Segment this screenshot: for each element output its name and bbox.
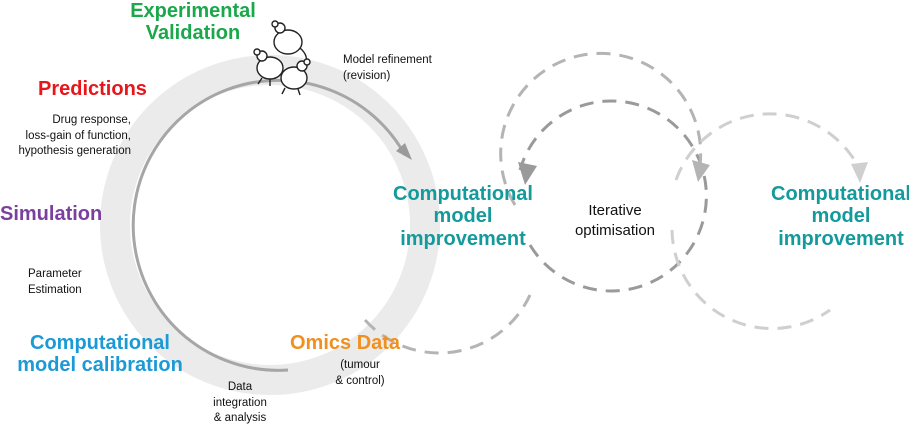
- dashed-circle-1: [518, 99, 708, 293]
- dashed-circle-2-arrowhead: [692, 160, 710, 182]
- dashed-circle-3: [670, 229, 831, 331]
- label-omics-detail: (tumour & control): [335, 359, 385, 387]
- label-predictions-detail: Drug response, loss-gain of function, hy…: [18, 114, 131, 158]
- label-parameter-estimation: Parameter Estimation: [28, 268, 82, 296]
- dashed-circle-3b: [674, 112, 862, 181]
- label-experimental-validation: Experimental Validation: [130, 0, 256, 45]
- label-calibration: Computational model calibration: [17, 332, 183, 377]
- label-data-integration: Data integration & analysis: [213, 381, 267, 425]
- label-simulation: Simulation: [0, 203, 103, 225]
- dashed-circle-2: [363, 294, 532, 355]
- label-omics-data: Omics Data: [290, 332, 401, 354]
- dashed-circle-2b: [499, 51, 703, 206]
- cycle-arc: [131, 78, 407, 372]
- label-improvement-2: Computational model improvement: [771, 183, 909, 250]
- dashed-circle-1-arrowhead: [518, 162, 537, 185]
- label-predictions: Predictions: [38, 78, 147, 100]
- dashed-circle-3-arrowhead: [851, 162, 868, 183]
- mice-icon: [253, 20, 311, 96]
- label-iterative-optimisation: Iterative optimisation: [574, 202, 656, 239]
- cycle-arc-arrowhead: [396, 143, 412, 160]
- label-model-refinement: Model refinement (revision): [343, 54, 432, 82]
- label-improvement-1: Computational model improvement: [393, 183, 533, 250]
